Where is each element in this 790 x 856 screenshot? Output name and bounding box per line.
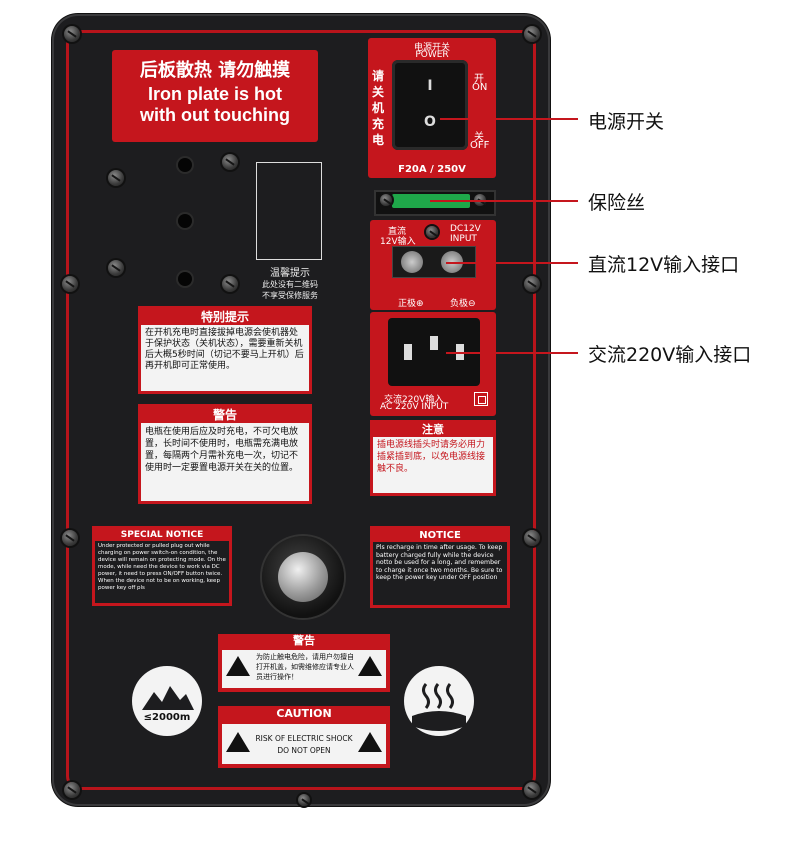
ac-label-cn: 交流220V输入: [384, 395, 444, 405]
exclamation-hazard-icon: [358, 732, 382, 752]
caution-sign: CAUTION RISK OF ELECTRIC SHOCK DO NOT OP…: [218, 706, 390, 768]
special-notice-body: Under protected or pulled plug out while…: [98, 543, 226, 591]
power-switch[interactable]: I O: [392, 60, 468, 150]
notice-sign: NOTICE Pls recharge in time after usage.…: [370, 526, 510, 608]
screw-icon: [524, 530, 540, 546]
attention-body: 插电源线插头时请务必用力插紧插到底，以免电源线接触不良。: [377, 440, 486, 474]
double-insulation-icon: [474, 392, 488, 406]
special-tip-body: 在开机充电时直接拔掉电源会使机器处于保护状态（关机状态），需要重新关机后大概5秒…: [145, 328, 304, 371]
mount-hole: [178, 272, 192, 286]
callout-fuse: 保险丝: [588, 192, 646, 214]
dc-negative: 负极⊖: [450, 299, 476, 309]
qr-code-placeholder: [256, 162, 322, 260]
attention-title: 注意: [373, 423, 493, 437]
caution-line2: DO NOT OPEN: [277, 746, 331, 755]
callout-ac: 交流220V输入接口: [588, 344, 752, 366]
warning2-body: 为防止触电危险，请用户勿擅自打开机盖，如需维修应请专业人员进行操作！: [256, 653, 354, 681]
power-on-en: ON: [472, 82, 488, 93]
altitude-limit-icon: ≤2000m: [132, 666, 202, 736]
screw-icon: [64, 26, 80, 42]
caution-line1: RISK OF ELECTRIC SHOCK: [255, 734, 353, 743]
warning2-title: 警告: [293, 634, 315, 647]
hot-plate-sign-cn: 后板散热 请勿触摸: [139, 60, 291, 81]
hot-plate-sign-en-1: Iron plate is hot: [147, 84, 282, 104]
panel-red-border: [66, 30, 536, 790]
callout-line-fuse: [430, 200, 578, 202]
altitude-label: ≤2000m: [143, 712, 191, 723]
warm-tip-title: 温馨提示: [270, 268, 310, 279]
power-off-cn: 关: [474, 132, 484, 143]
ac-pin-left: [404, 344, 412, 360]
electric-hazard-icon: [226, 732, 250, 752]
dc-label-en-1: DC12V: [450, 224, 481, 234]
screw-icon: [108, 260, 124, 276]
warning1-title: 警告: [141, 407, 309, 423]
screw-icon: [380, 194, 392, 206]
power-title-cn: 电源开关: [413, 43, 450, 53]
notice-title: NOTICE: [373, 529, 507, 542]
dc-positive: 正极⊕: [398, 299, 424, 309]
attention-sign: 注意 插电源线插头时请务必用力插紧插到底，以免电源线接触不良。: [370, 420, 496, 496]
warm-tip-line2: 不享受保修服务: [262, 291, 318, 300]
power-off-en: OFF: [470, 140, 490, 151]
warning1-body: 电瓶在使用后应及时充电，不可欠电放置，长时间不使用时，电瓶需充满电放置，每隔两个…: [145, 427, 299, 473]
notice-body: Pls recharge in time after usage. To kee…: [376, 544, 503, 582]
screw-icon: [62, 530, 78, 546]
power-off-symbol: O: [424, 114, 436, 130]
screw-icon: [524, 26, 540, 42]
power-rating: F20A / 250V: [398, 164, 466, 175]
special-notice-title: SPECIAL NOTICE: [95, 529, 229, 541]
callout-power-switch: 电源开关: [588, 111, 665, 133]
mount-hole: [178, 158, 192, 172]
callout-line-ac: [446, 352, 578, 354]
callout-line-dc: [446, 262, 578, 264]
caution-title: CAUTION: [276, 707, 332, 720]
screw-icon: [64, 782, 80, 798]
exclamation-hazard-icon: [358, 656, 382, 676]
dc-label-cn-1: 直流: [388, 227, 407, 237]
warm-tip-line1: 此处没有二维码: [262, 280, 318, 289]
callout-dc: 直流12V输入接口: [588, 254, 740, 276]
special-notice-sign: SPECIAL NOTICE Under protected or pulled…: [92, 526, 232, 606]
screw-icon: [524, 782, 540, 798]
ground-bolt[interactable]: [262, 536, 344, 618]
non-tropical-climate-icon: [404, 666, 474, 736]
screw-icon: [298, 794, 310, 806]
electric-hazard-icon: [226, 656, 250, 676]
mount-hole: [178, 214, 192, 228]
screw-icon: [426, 226, 438, 238]
ac-pin-earth: [430, 336, 438, 350]
screw-icon: [222, 276, 238, 292]
warning-sign-1: 警告 电瓶在使用后应及时充电，不可欠电放置，长时间不使用时，电瓶需充满电放置，每…: [138, 404, 312, 504]
callout-line-power-switch: [440, 118, 578, 120]
power-on-symbol: I: [427, 78, 433, 94]
power-title-en: POWER: [415, 50, 449, 60]
hot-plate-sign-en-2: with out touching: [140, 105, 290, 125]
bolt-icon: [278, 552, 328, 602]
screw-icon: [62, 276, 78, 292]
warning-sign-2: 警告 为防止触电危险，请用户勿擅自打开机盖，如需维修应请专业人员进行操作！: [218, 634, 390, 692]
dc-label-en-2: INPUT: [450, 234, 477, 244]
warm-tip: 温馨提示 此处没有二维码 不享受保修服务: [244, 264, 336, 301]
dc-positive-terminal[interactable]: [401, 251, 423, 273]
power-side-text: 请关机充电: [372, 69, 385, 147]
screw-icon: [108, 170, 124, 186]
special-tip-title: 特别提示: [141, 309, 309, 325]
hot-plate-sign: 后板散热 请勿触摸 Iron plate is hot with out tou…: [112, 50, 318, 142]
special-tip-sign: 特别提示 在开机充电时直接拔掉电源会使机器处于保护状态（关机状态），需要重新关机…: [138, 306, 312, 394]
ac-label-en: AC 220V INPUT: [380, 402, 449, 412]
dc-label-cn-2: 12V输入: [380, 237, 416, 247]
screw-icon: [524, 276, 540, 292]
screw-icon: [222, 154, 238, 170]
power-on-cn: 开: [474, 74, 484, 85]
